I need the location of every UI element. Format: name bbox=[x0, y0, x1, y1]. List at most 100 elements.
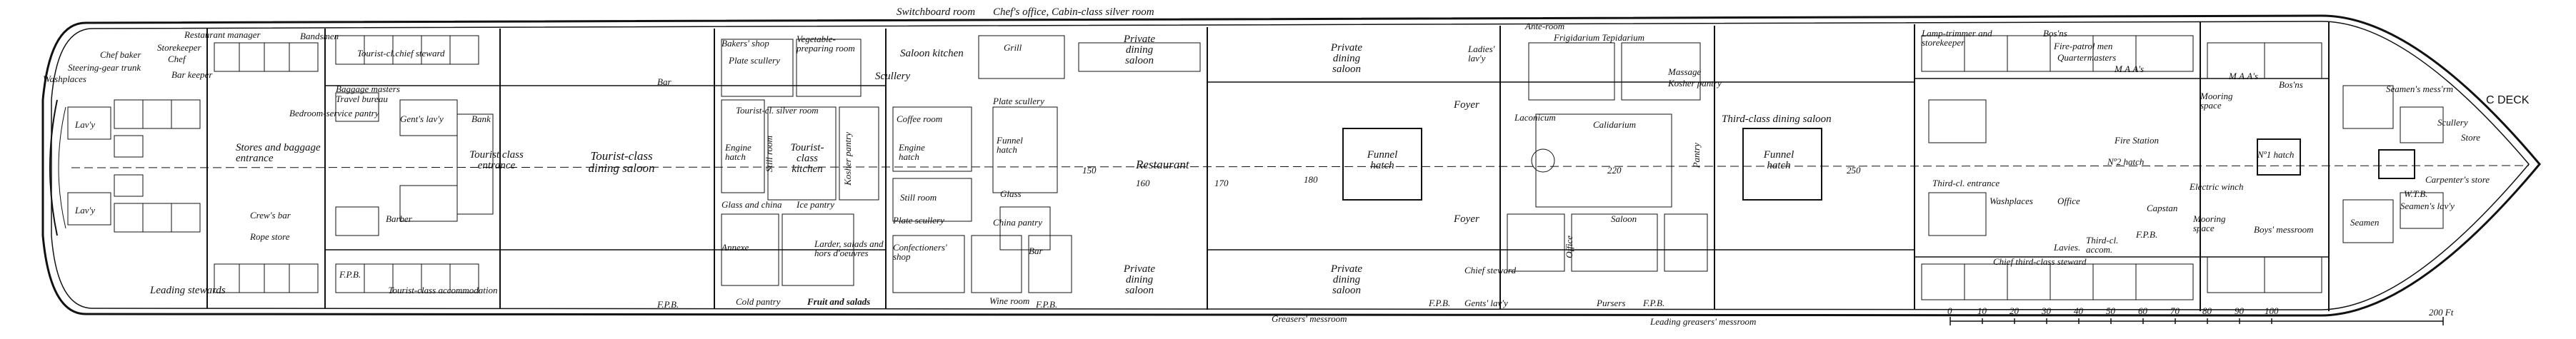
scale-end-label: 200 Ft bbox=[2429, 307, 2454, 318]
label-crews-bar: Crew's bar bbox=[250, 210, 291, 221]
label-grill: Grill bbox=[1004, 42, 1022, 53]
label-engine-hatch-1: Engine hatch bbox=[725, 142, 752, 162]
deck-title: C DECK bbox=[2486, 94, 2530, 106]
label-electric-winch: Electric winch bbox=[2190, 181, 2244, 192]
label-bandsmen: Bandsmen bbox=[300, 31, 339, 41]
label-fpb-3: F.P.B. bbox=[1036, 299, 1058, 310]
label-laconicum: Laconicum bbox=[1514, 112, 1556, 123]
label-ice-pantry: Ice pantry bbox=[797, 199, 835, 210]
label-vegetable-preparing-room: Vegetable-preparing room bbox=[797, 34, 855, 54]
label-wtb: W.T.B. bbox=[2404, 188, 2428, 199]
label-confectioners-shop: Confectioners' shop bbox=[893, 242, 947, 262]
label-frame-180: 180 bbox=[1304, 174, 1318, 185]
scale-tick-0: 0 bbox=[1947, 305, 1952, 316]
label-bedroom-service-pantry: Bedroom-service pantry bbox=[289, 108, 379, 118]
label-gents-lavy-1: Gent's lav'y bbox=[400, 113, 444, 124]
forward-cabins bbox=[1921, 35, 2444, 300]
label-bosns: Bos'ns bbox=[2279, 79, 2303, 90]
label-fruit-and-salads: Fruit and salads bbox=[807, 296, 871, 307]
label-cold-pantry: Cold pantry bbox=[736, 296, 781, 307]
label-tourist-class-kitchen: Tourist-class kitchen bbox=[790, 142, 824, 175]
label-capstan: Capstan bbox=[2147, 203, 2178, 213]
label-seamens-messrm: Seamen's mess'rm bbox=[2386, 84, 2454, 94]
bath-area bbox=[1507, 42, 1708, 272]
label-restaurant-manager: Restaurant manager bbox=[184, 29, 261, 40]
label-fpb-5: F.P.B. bbox=[1643, 298, 1665, 308]
label-private-dining-saloon-2: Private dining saloon bbox=[1330, 42, 1363, 75]
label-funnel-hatch-2: Funnel hatch bbox=[1367, 149, 1398, 171]
label-frame-220: 220 bbox=[1607, 165, 1622, 176]
label-foyer-1: Foyer bbox=[1454, 99, 1479, 111]
galley-area bbox=[721, 35, 1201, 293]
label-frame-170: 170 bbox=[1214, 178, 1229, 188]
label-store: Store bbox=[2461, 132, 2480, 143]
label-frame-160: 160 bbox=[1136, 178, 1150, 188]
hull-outline bbox=[41, 14, 2541, 317]
label-still-room-1: Still room bbox=[764, 136, 774, 173]
label-restaurant: Restaurant bbox=[1136, 158, 1189, 171]
label-fpb-6: F.P.B. bbox=[2136, 229, 2158, 240]
label-fire-patrol-men: Fire-patrol men bbox=[2054, 41, 2113, 51]
label-tourist-chief-steward: Tourist-cl.chief steward bbox=[357, 48, 445, 59]
label-tourist-class-dining-saloon: Tourist-class dining saloon bbox=[588, 149, 655, 175]
label-lavies: Lavies. bbox=[2054, 242, 2081, 253]
stern-curve bbox=[49, 99, 58, 236]
label-seamen: Seamen bbox=[2350, 217, 2380, 228]
label-plate-scullery-1: Plate scullery bbox=[729, 55, 780, 66]
label-funnel-hatch-1: Funnel hatch bbox=[997, 135, 1023, 155]
label-baggage-masters: Baggage masters bbox=[336, 84, 400, 94]
label-tourist-class-entrance: Tourist class entrance bbox=[469, 149, 524, 171]
label-washplaces-2: Washplaces bbox=[1990, 196, 2033, 206]
label-china-pantry: China pantry bbox=[993, 217, 1042, 228]
label-lamp-trimmer: Lamp-trimmer and storekeeper bbox=[1922, 28, 1992, 48]
label-chef: Chef bbox=[168, 54, 186, 64]
label-funnel-hatch-3: Funnel hatch bbox=[1763, 149, 1794, 171]
label-leading-greasers-messroom: Leading greasers' messroom bbox=[1650, 316, 1757, 327]
scale-tick-100: 100 bbox=[2265, 305, 2279, 316]
label-pantry: Pantry bbox=[1691, 143, 1702, 168]
hull-inner-outline bbox=[51, 21, 2530, 310]
label-scullery-2: Scullery bbox=[2437, 117, 2468, 128]
label-annexe: Annexe bbox=[722, 242, 749, 253]
label-ladies-lavy: Ladies' lav'y bbox=[1468, 44, 1495, 64]
label-leading-stewards: Leading stewards bbox=[150, 285, 226, 296]
label-chief-third-class-steward: Chief third-class steward bbox=[1993, 256, 2087, 267]
scale-tick-60: 60 bbox=[2138, 305, 2147, 316]
label-carpenters-store: Carpenter's store bbox=[2425, 174, 2490, 185]
label-private-dining-saloon-1: Private dining saloon bbox=[1123, 34, 1156, 66]
label-bar-keeper: Bar keeper bbox=[171, 69, 213, 80]
scale-tick-30: 30 bbox=[2042, 305, 2051, 316]
label-frame-150: 150 bbox=[1082, 165, 1097, 176]
label-saloon-kitchen: Saloon kitchen bbox=[900, 48, 964, 59]
label-office: Office bbox=[1564, 236, 1574, 258]
stern-inner bbox=[58, 106, 66, 229]
label-scullery-1: Scullery bbox=[875, 71, 911, 82]
label-maas-2: M.A.A's bbox=[2229, 71, 2259, 81]
label-lavy-1: Lav'y bbox=[75, 119, 96, 130]
label-third-class-dining-saloon: Third-class dining saloon bbox=[1722, 113, 1832, 125]
label-frigidarium-tepidarium: Frigidarium Tepidarium bbox=[1554, 32, 1645, 43]
label-switchboard-room: Switchboard room bbox=[897, 6, 976, 18]
label-bays-messroom: Boys' messroom bbox=[2254, 224, 2314, 235]
label-private-dining-saloon-3: Private dining saloon bbox=[1123, 263, 1156, 296]
label-office-2: Office bbox=[2057, 196, 2080, 206]
label-foyer-2: Foyer bbox=[1454, 213, 1479, 225]
label-fire-station: Fire Station bbox=[2115, 135, 2159, 146]
centreline bbox=[71, 165, 2530, 168]
scale-tick-10: 10 bbox=[1977, 305, 1987, 316]
label-steering-gear-trunk: Steering-gear trunk bbox=[68, 62, 141, 73]
scale-tick-40: 40 bbox=[2074, 305, 2083, 316]
label-wine-room: Wine room bbox=[989, 295, 1030, 306]
label-greasers-messroom: Greasers' messroom bbox=[1272, 313, 1347, 324]
label-quartermasters: Quartermasters bbox=[2057, 52, 2117, 63]
label-chef-baker: Chef baker bbox=[100, 49, 141, 60]
scale-tick-90: 90 bbox=[2235, 305, 2244, 316]
label-stores-and-baggage-entrance: Stores and baggage entrance bbox=[236, 142, 321, 164]
label-larder-salads: Larder, salads and hors d'oeuvres bbox=[814, 238, 884, 258]
label-plate-scullery-2: Plate scullery bbox=[893, 215, 944, 226]
label-fpb-4: F.P.B. bbox=[1429, 298, 1451, 308]
label-washplaces: Washplaces bbox=[43, 74, 86, 84]
label-pursers: Pursers bbox=[1597, 298, 1626, 308]
label-bar-1: Bar bbox=[657, 76, 672, 87]
